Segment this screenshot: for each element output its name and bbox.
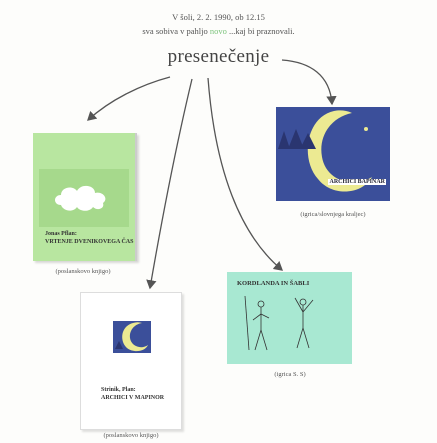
figures-drawing-icon [244, 295, 314, 351]
green-book-author: Jonas Pflan: [45, 231, 77, 237]
arrow-to-teal-card [207, 77, 283, 271]
moon-icon [278, 110, 372, 192]
header-line-1: V šoli, 2. 2. 1990, ob 12.15 [172, 12, 265, 22]
white-book-card: Strinik, Plan: ARCHICI V MAPINOR [80, 292, 182, 430]
white-book-text: Strinik, Plan: ARCHICI V MAPINOR [101, 387, 164, 402]
moon-small-icon [115, 322, 148, 352]
header-line-2-start: sva sobiva v pahljo [142, 26, 208, 36]
green-book-text: Jonas Pflan: VRTENJE DVENIKOVEGA ČAS [45, 231, 133, 246]
blue-book-title: ARCHICI BAPINAR [328, 179, 386, 185]
teal-card-caption: (igrica S. S) [274, 371, 306, 378]
title-surprise: presenečenje [167, 46, 270, 67]
white-book-title: ARCHICI V MAPINOR [101, 394, 165, 401]
green-book-card: Jonas Pflan: VRTENJE DVENIKOVEGA ČAS [33, 133, 137, 261]
white-book-author: Strinik, Plan: [101, 387, 136, 393]
white-book-caption: (poslanskovo knjigo) [103, 432, 159, 439]
green-cover-image [39, 169, 129, 227]
arrow-to-green-card [87, 76, 171, 121]
header-line-2: sva sobiva v pahljo novo ...kaj bi prazn… [0, 26, 437, 36]
teal-illustration-card: KORDLANDA IN ŠABLI [227, 272, 352, 364]
header-highlight: novo [209, 26, 227, 36]
white-cover-image [113, 321, 151, 353]
arrow-to-white-card [146, 78, 193, 290]
cloud-icon [55, 185, 106, 211]
blue-moon-card: ARCHICI BAPINAR [276, 107, 390, 201]
header-line-2-end: ...kaj bi praznovali. [229, 26, 295, 36]
green-book-caption: (poslanskovo knjigo) [55, 268, 111, 275]
green-book-title: VRTENJE DVENIKOVEGA ČAS [45, 238, 134, 245]
blue-cover-image [276, 107, 390, 201]
blue-card-caption: (igrica/slovnjega kraljec) [300, 211, 366, 218]
teal-card-title: KORDLANDA IN ŠABLI [237, 280, 310, 287]
